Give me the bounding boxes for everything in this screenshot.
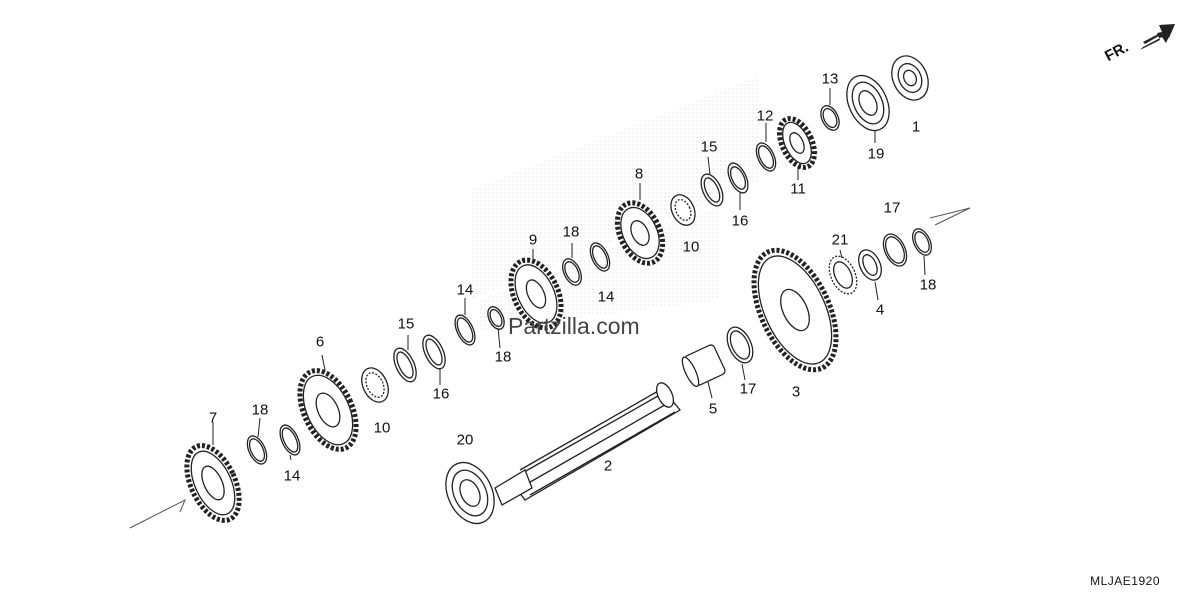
callout-18-lower-left: 18 [251,401,269,419]
front-direction-arrow-icon [1140,24,1175,50]
main-shaft-2 [494,382,681,506]
watermark: Partzilla.com [508,313,640,339]
lock-washer-16-upper [727,162,749,194]
callout-4: 4 [875,301,885,319]
oil-seal-1 [891,55,929,101]
callout-21: 21 [831,231,849,249]
callout-18-right: 18 [919,276,937,294]
diagram-part-code: MLJAE1920 [1090,574,1160,588]
callout-14-lower: 14 [283,467,301,485]
ring-18-middle [487,306,505,330]
lock-washer-15-upper [700,173,724,207]
needle-bearing-10-upper [670,194,696,226]
callout-14-middle: 14 [456,281,474,299]
axis-lines [129,207,971,529]
ball-bearing-20 [445,461,495,525]
gear-11 [777,116,817,170]
callout-16-upper: 16 [731,212,749,230]
callout-16-lower: 16 [432,385,450,403]
needle-bearing-10-lower [361,367,389,403]
ring-12 [755,142,777,172]
ball-bearing-19 [846,74,890,132]
ring-18-lower-left [246,435,268,465]
ring-14-middle [454,314,476,346]
callout-9: 9 [528,231,538,249]
callout-20: 20 [456,431,474,449]
callout-12: 12 [756,107,774,125]
gear-3 [751,247,839,373]
callout-7: 7 [208,409,218,427]
callout-2: 2 [603,457,613,475]
callout-19: 19 [867,145,885,163]
callout-11: 11 [790,180,806,198]
callout-10-lower: 10 [373,419,391,437]
callout-8: 8 [634,165,644,183]
callout-13: 13 [821,70,839,88]
callout-6: 6 [315,333,325,351]
callout-3: 3 [791,383,801,401]
callout-15-upper: 15 [700,138,718,156]
ring-17-upper [882,233,908,267]
collar-4 [858,249,882,281]
ring-17-lower [726,326,754,364]
lock-washer-16-lower [422,334,446,370]
ring-14-lower-left [279,424,301,456]
gear-8 [614,200,666,266]
callout-15-lower: 15 [397,315,415,333]
gear-6 [297,368,359,452]
ring-13 [820,105,840,131]
lock-washer-15-lower [393,347,417,383]
callout-18-middle: 18 [494,348,512,366]
leader-lines [212,88,926,461]
gear-7 [184,443,242,523]
ring-18-upper-right [911,228,933,256]
ring-18-upper [561,258,583,286]
callout-14-upper: 14 [597,288,615,306]
callout-10-upper: 10 [682,238,700,256]
callout-5: 5 [708,400,718,418]
callout-17-lower: 17 [739,380,757,398]
callout-18-upper: 18 [562,223,580,241]
collar-5 [681,344,726,388]
callout-1: 1 [911,118,921,136]
needle-bearing-21 [828,255,858,295]
callout-17-upper: 17 [883,199,901,217]
ring-14-upper [589,242,611,272]
